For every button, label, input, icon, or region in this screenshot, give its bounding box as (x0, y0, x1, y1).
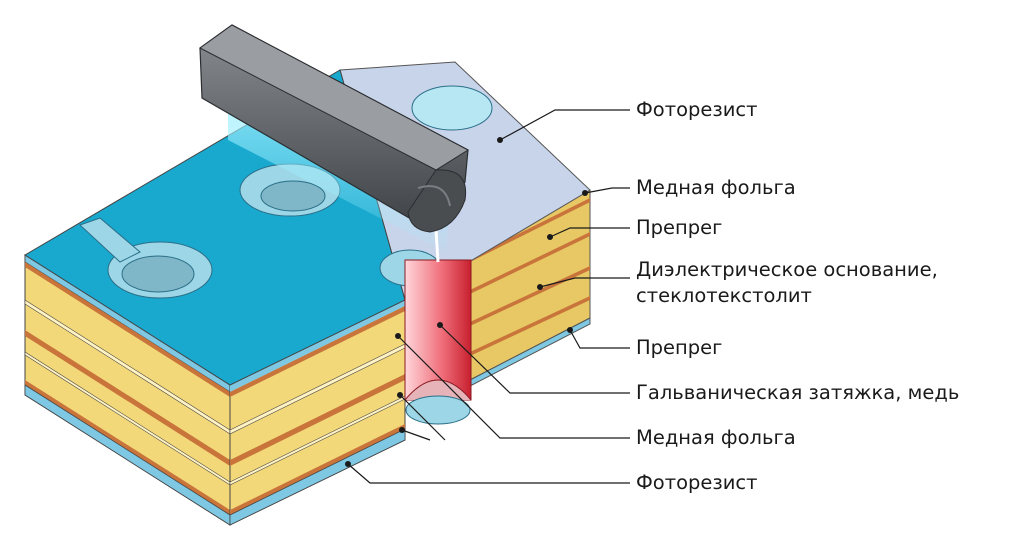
label-prepreg-bottom: Препрег (636, 336, 723, 359)
label-dielectric-line2: стеклотекстолит (636, 284, 812, 307)
label-prepreg-top: Препрег (636, 216, 723, 239)
leader-dots (345, 137, 588, 467)
laser-head (199, 24, 470, 233)
label-photoresist-bottom: Фоторезист (636, 471, 758, 494)
board-front-face (24, 254, 231, 526)
label-plating: Гальваническая затяжка, медь (636, 381, 960, 404)
leader-lines (347, 109, 630, 484)
label-photoresist-top: Фоторезист (636, 98, 758, 121)
label-dielectric-line1: Диэлектрическое основание, (636, 258, 938, 281)
label-copper-foil-top: Медная фольга (636, 176, 796, 199)
label-copper-foil-bottom: Медная фольга (636, 426, 796, 449)
laser-beam (228, 112, 452, 263)
